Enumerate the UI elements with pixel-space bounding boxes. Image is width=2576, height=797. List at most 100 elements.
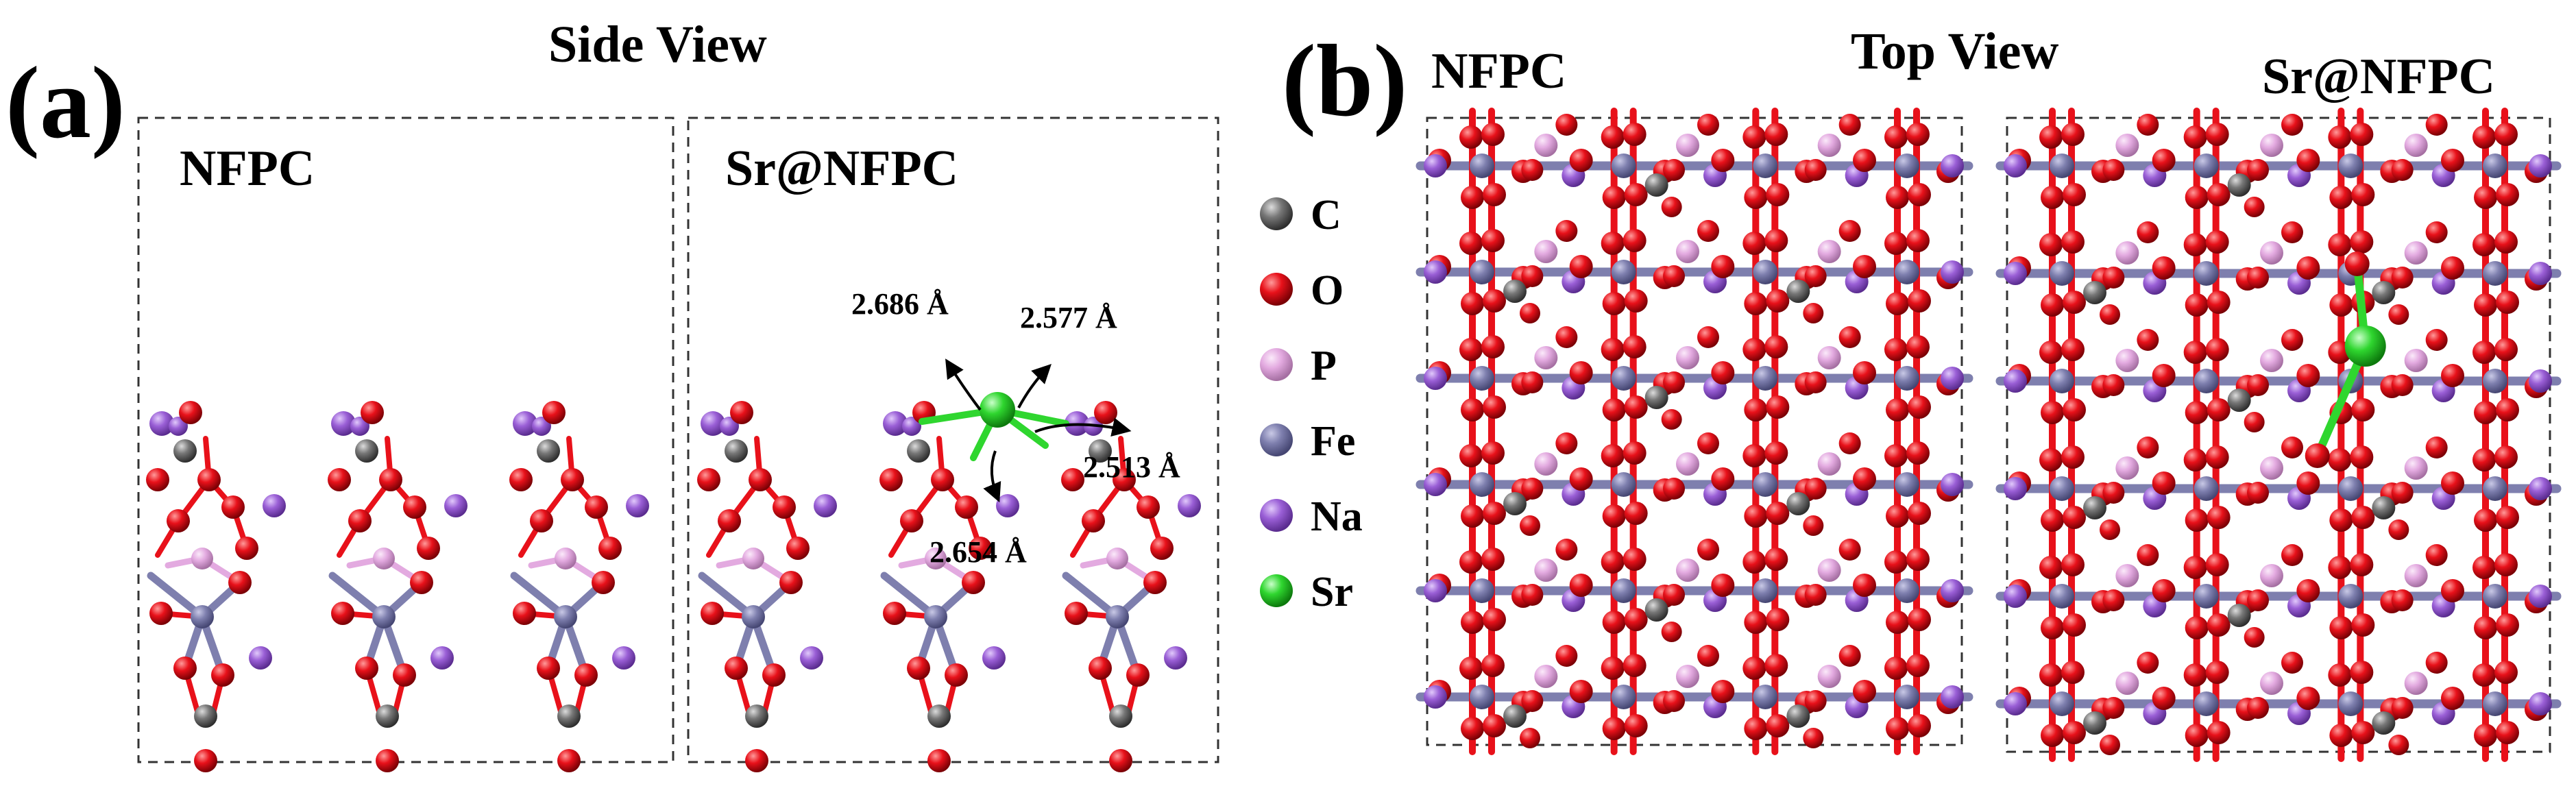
atom-o [786, 537, 810, 560]
atom-p [1817, 346, 1841, 369]
atom-p [1534, 665, 1558, 688]
atom-o [537, 657, 560, 680]
atom-o [2350, 445, 2374, 469]
atom-o [2296, 687, 2320, 710]
atom-o [1886, 292, 1909, 315]
atom-na [2529, 369, 2552, 393]
atom-o [1459, 550, 1483, 574]
atom-o [1663, 371, 1685, 393]
atom-na [249, 646, 272, 670]
atom-o [701, 602, 724, 625]
atom-o [361, 401, 384, 424]
atom-o [1906, 441, 1930, 465]
atom-p [925, 548, 947, 569]
atom-o [1459, 338, 1483, 361]
atom-fe [2050, 584, 2074, 609]
atom-o [1483, 289, 1506, 312]
atom-p [1817, 240, 1841, 263]
atom-o [1481, 654, 1505, 677]
atom-o [2496, 291, 2519, 314]
atom-o [1624, 608, 1648, 631]
atom-c [2083, 281, 2106, 304]
atom-o [2281, 437, 2303, 458]
atom-sr [2344, 326, 2386, 367]
atom-o [2061, 553, 2085, 576]
atom-o [2494, 338, 2518, 361]
atom-o [1483, 608, 1506, 631]
atom-fe [1611, 578, 1636, 603]
atom-o [762, 663, 786, 687]
atom-o [542, 401, 566, 424]
atom-o [697, 468, 720, 491]
atom-o [1908, 608, 1931, 631]
atom-o [2183, 125, 2207, 149]
atom-o [1884, 444, 1908, 467]
atom-na [2004, 262, 2027, 285]
atom-na [2004, 369, 2027, 393]
atom-o [1661, 409, 1682, 430]
atom-o [2137, 652, 2159, 674]
legend-label-na: Na [1311, 493, 1363, 540]
atom-fe [1470, 685, 1494, 709]
atom-fe [2050, 261, 2074, 286]
atom-o [1094, 401, 1117, 424]
legend-label-c: C [1311, 192, 1341, 238]
atom-p [1676, 346, 1699, 369]
atom-o [1663, 690, 1685, 712]
atom-o [1766, 183, 1790, 206]
atom-fe [1611, 685, 1636, 709]
atom-o [2247, 159, 2269, 181]
atom-p [2404, 564, 2428, 587]
atom-c [745, 704, 768, 728]
atom-o [1838, 539, 1861, 561]
atom-o [2344, 252, 2370, 276]
atom-o [2496, 613, 2519, 637]
atom-o [1663, 478, 1685, 500]
atom-o [1886, 611, 1909, 634]
atom-p [1817, 452, 1841, 476]
atom-fe [1611, 154, 1636, 178]
atom-o [1884, 232, 1908, 255]
atom-o [1838, 432, 1861, 454]
atom-fe [2483, 261, 2507, 286]
atom-o [2496, 398, 2519, 421]
atom-o [2102, 697, 2125, 719]
atom-o [1906, 654, 1930, 677]
atom-c [173, 439, 197, 463]
distance-label-2686: 2.686 Å [851, 287, 949, 321]
atom-o [2328, 125, 2352, 149]
atom-o [2391, 482, 2414, 504]
legend-swatch-fe [1260, 424, 1293, 456]
atom-o [1459, 444, 1483, 467]
atom-o [2061, 123, 2085, 146]
atom-p [2115, 349, 2139, 372]
atom-o [1908, 395, 1931, 419]
atom-o [1884, 125, 1908, 149]
atom-na [532, 417, 551, 436]
atom-o [2183, 233, 2207, 256]
atom-o [2328, 663, 2352, 687]
atom-o [1481, 123, 1505, 146]
atom-o [1766, 502, 1790, 525]
atom-o [883, 602, 906, 625]
atom-o [1555, 114, 1578, 136]
atom-o [2205, 338, 2229, 361]
atom-na [1164, 646, 1187, 670]
atom-o [2472, 233, 2496, 256]
distance-label-2577: 2.577 Å [1020, 301, 1117, 334]
atom-c [1786, 280, 1810, 303]
legend-swatch-sr [1260, 574, 1293, 607]
atom-c [376, 704, 399, 728]
atom-o [2351, 721, 2375, 744]
atom-fe [2194, 476, 2219, 501]
atom-o [1623, 441, 1647, 465]
atom-c [1503, 280, 1527, 303]
atom-o [1838, 114, 1861, 136]
atom-o [2063, 613, 2086, 637]
atom-o [598, 537, 622, 560]
atom-o [2247, 697, 2269, 719]
atom-o [1906, 548, 1930, 571]
atom-o [2205, 230, 2229, 254]
atom-fe [1470, 472, 1494, 497]
atom-o [2328, 448, 2352, 471]
